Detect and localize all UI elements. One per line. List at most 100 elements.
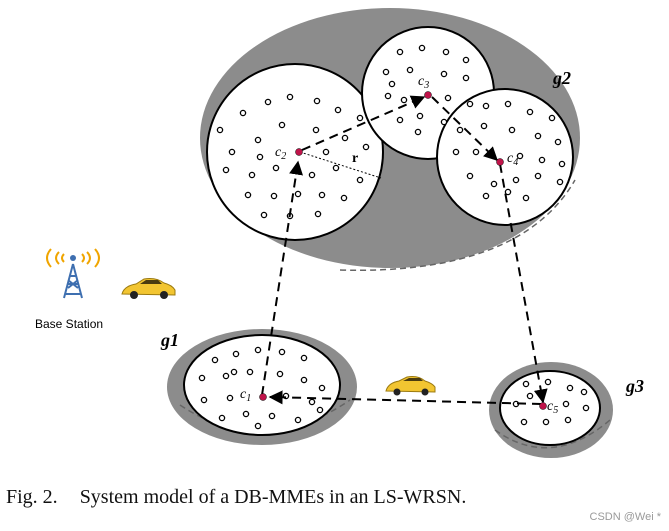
sensor-node bbox=[254, 422, 262, 430]
sensor-node bbox=[318, 191, 326, 199]
group-label-g2: g2 bbox=[552, 68, 571, 88]
sensor-node bbox=[522, 380, 530, 388]
sensor-node bbox=[211, 356, 219, 364]
sensor-node bbox=[334, 106, 342, 114]
sensor-node bbox=[272, 164, 280, 172]
sensor-node bbox=[254, 136, 262, 144]
sensor-node bbox=[554, 138, 562, 146]
sensor-node bbox=[462, 56, 470, 64]
charging-tour-path bbox=[261, 95, 548, 405]
sensor-node bbox=[314, 210, 322, 218]
sensor-node bbox=[218, 414, 226, 422]
mobile-charger-car-icon bbox=[385, 376, 436, 396]
sensor-node bbox=[414, 128, 422, 136]
sensor-node bbox=[522, 194, 530, 202]
sensor-node bbox=[444, 94, 452, 102]
sensor-node bbox=[526, 392, 534, 400]
sensor-node bbox=[228, 148, 236, 156]
sensor-node bbox=[472, 148, 480, 156]
sensor-node bbox=[516, 152, 524, 160]
sensor-node bbox=[504, 100, 512, 108]
sensor-node bbox=[396, 116, 404, 124]
sensor-node bbox=[294, 190, 302, 198]
sensor-node bbox=[264, 98, 272, 106]
sensor-node bbox=[396, 48, 404, 56]
cluster-c5 bbox=[499, 370, 601, 446]
sensor-node bbox=[230, 368, 238, 376]
sensor-node bbox=[286, 93, 294, 101]
sensor-node bbox=[580, 388, 588, 396]
cluster-head-label-c1: c1 bbox=[240, 387, 251, 404]
sensor-node bbox=[466, 100, 474, 108]
sensor-node bbox=[340, 194, 348, 202]
tour-arrow-c2-c3 bbox=[301, 95, 426, 151]
sensor-nodes-c5 bbox=[512, 378, 590, 426]
sensor-node bbox=[566, 384, 574, 392]
sensor-node bbox=[300, 376, 308, 384]
sensor-node bbox=[388, 80, 396, 88]
sensor-node bbox=[312, 126, 320, 134]
sensor-nodes-c1 bbox=[198, 346, 326, 430]
sensor-node bbox=[222, 166, 230, 174]
sensor-node bbox=[456, 126, 464, 134]
sensor-node bbox=[384, 92, 392, 100]
sensor-node bbox=[406, 66, 414, 74]
sensor-node bbox=[504, 188, 512, 196]
radius-label: r bbox=[352, 151, 358, 166]
figure-number: Fig. 2. bbox=[6, 486, 58, 508]
sensor-node bbox=[400, 96, 408, 104]
sensor-nodes-c3 bbox=[382, 44, 474, 136]
cluster-c1 bbox=[183, 334, 341, 436]
figure-caption: Fig. 2. System model of a DB-MMEs in an L… bbox=[6, 486, 466, 509]
sensor-node bbox=[520, 418, 528, 426]
sensor-node bbox=[239, 109, 247, 117]
sensor-node bbox=[416, 112, 424, 120]
figure-caption-text: System model of a DB-MMEs in an LS-WRSN. bbox=[79, 486, 467, 508]
sensor-node bbox=[440, 70, 448, 78]
sensor-node bbox=[382, 68, 390, 76]
cluster-head-c1 bbox=[259, 393, 267, 401]
sensor-node bbox=[294, 416, 302, 424]
sensor-node bbox=[278, 348, 286, 356]
sensor-node bbox=[232, 350, 240, 358]
sensor-node bbox=[418, 44, 426, 52]
sensor-node bbox=[452, 148, 460, 156]
sensor-node bbox=[526, 108, 534, 116]
sensor-node bbox=[246, 368, 254, 376]
sensor-node bbox=[482, 102, 490, 110]
cluster-head-c3 bbox=[424, 91, 432, 99]
sensor-node bbox=[538, 156, 546, 164]
sensor-node bbox=[480, 122, 488, 130]
tour-arrow-c1-c2 bbox=[261, 160, 303, 396]
sensor-nodes-c4 bbox=[452, 100, 566, 202]
sensor-node bbox=[512, 176, 520, 184]
tour-arrow-c3-c4 bbox=[431, 96, 499, 161]
sensor-node bbox=[242, 410, 250, 418]
cluster-head-label-c5: c5 bbox=[547, 399, 558, 416]
sensor-node bbox=[222, 372, 230, 380]
cluster-head-label-c4: c4 bbox=[507, 151, 518, 168]
group-label-g1: g1 bbox=[160, 330, 179, 350]
sensor-node bbox=[200, 396, 208, 404]
sensor-node bbox=[313, 97, 321, 105]
sensor-node bbox=[462, 74, 470, 82]
sensor-node bbox=[268, 412, 276, 420]
sensor-node bbox=[562, 400, 570, 408]
sensor-node bbox=[558, 160, 566, 168]
sensor-node bbox=[442, 48, 450, 56]
mobile-charger-car-icon bbox=[121, 278, 176, 299]
cluster-head-label-c2: c2 bbox=[275, 145, 286, 162]
sensor-node bbox=[341, 134, 349, 142]
sensor-node bbox=[300, 354, 308, 362]
sensor-node bbox=[466, 172, 474, 180]
cluster-head-c5 bbox=[539, 402, 547, 410]
sensor-node bbox=[332, 164, 340, 172]
sensor-node bbox=[322, 148, 330, 156]
sensor-node bbox=[278, 121, 286, 129]
sensor-node bbox=[534, 172, 542, 180]
sensor-node bbox=[216, 126, 224, 134]
sensor-node bbox=[270, 192, 278, 200]
group-label-g3: g3 bbox=[625, 376, 644, 396]
sensor-node bbox=[356, 114, 364, 122]
sensor-node bbox=[318, 384, 326, 392]
